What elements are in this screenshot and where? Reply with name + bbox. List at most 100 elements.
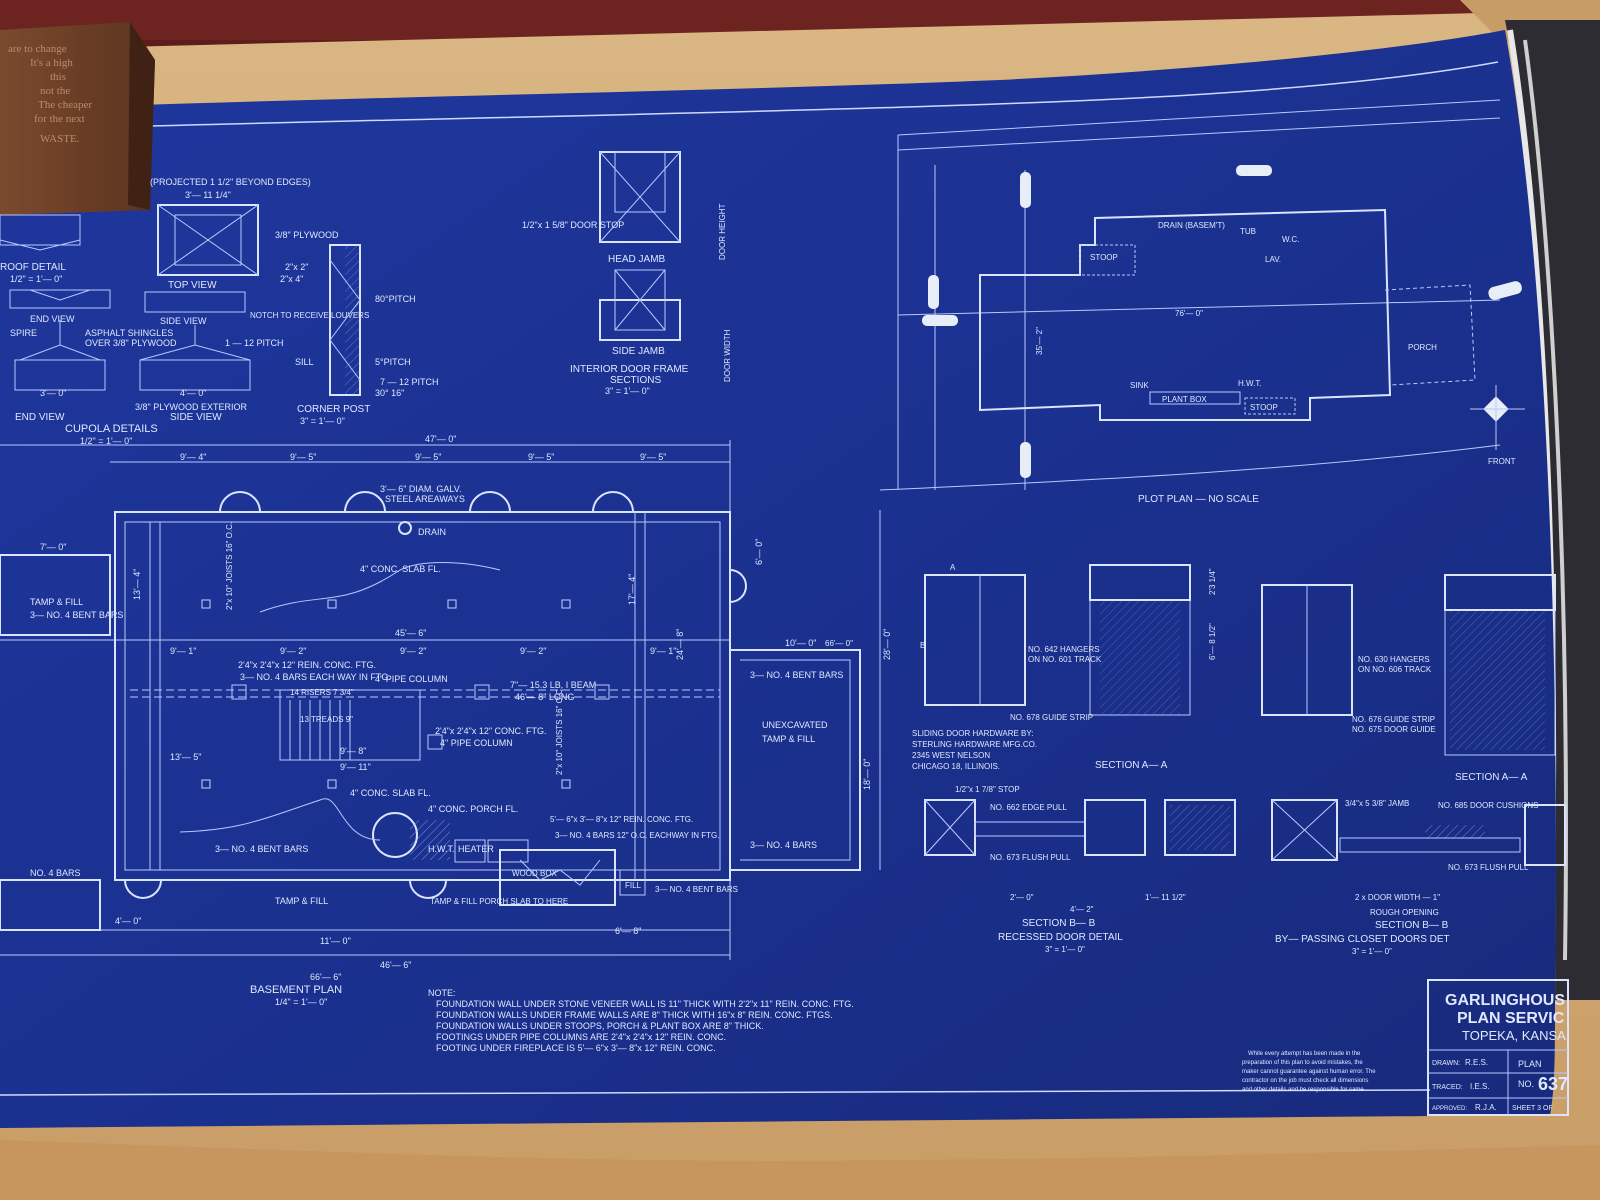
tb-approved-value: R.J.A.: [1475, 1103, 1497, 1112]
bp-bars12: 3— NO. 4 BARS 12" O.C. EACHWAY IN FTG.: [555, 831, 720, 840]
note-line-1: FOUNDATION WALL UNDER STONE VENEER WALL …: [436, 999, 854, 1009]
bp-bent-bars2: 3— NO. 4 BENT BARS: [655, 885, 738, 894]
cupola-scale: 1/2" = 1'— 0": [80, 436, 132, 446]
corner-post-7-12: 7 — 12 PITCH: [380, 377, 439, 387]
bp-heater: HEATER: [458, 844, 494, 854]
door-frame-side-jamb: SIDE JAMB: [612, 346, 665, 357]
corner-post-5pitch: 5°PITCH: [375, 357, 411, 367]
stairs: [279, 689, 421, 761]
bp-d9-5a: 9'— 5": [290, 452, 316, 462]
cd-hangers: NO. 630 HANGERS: [1358, 655, 1430, 664]
basement-scale: 1/4" = 1'— 0": [275, 997, 327, 1007]
areaways: [124, 491, 747, 899]
tb-plan-no-label: NO.: [1518, 1079, 1534, 1089]
bp-d45-6: 45'— 6": [395, 628, 426, 638]
cupola-pitch: 1 — 12 PITCH: [225, 338, 284, 348]
plot-plan: DRAIN (BASEM'T) TUB W.C. LAV. STOOP 76'—…: [879, 99, 1525, 505]
notes: NOTE: FOUNDATION WALL UNDER STONE VENEER…: [428, 988, 854, 1053]
bp-porch-fl: 4" CONC. PORCH FL.: [428, 804, 518, 814]
cupola-asphalt: ASPHALT SHINGLES: [85, 328, 173, 338]
bp-d11-0: 11'— 0": [320, 936, 351, 946]
bp-bent-right: 3— NO. 4 BENT BARS: [750, 670, 843, 680]
bp-d9-5d: 9'— 5": [640, 452, 666, 462]
plot-porch: PORCH: [1408, 343, 1437, 352]
plot-wc: W.C.: [1282, 235, 1299, 244]
corner-post-detail: 3/8" PLYWOOD 2"x 2" 2"x 4" 80°PITCH SILL…: [275, 230, 439, 426]
cupola-roof-scale: 1/2" = 1'— 0": [10, 274, 62, 284]
corner-post-2x2: 2"x 2": [285, 262, 308, 272]
cupola-notch: NOTCH TO RECEIVE LOUVERS: [250, 311, 369, 320]
bp-bent-left: 3— NO. 4 BENT BARS: [30, 610, 123, 620]
bp-woodbox: WOOD BOX: [512, 869, 558, 878]
tb-drawn-value: R.E.S.: [1465, 1058, 1488, 1067]
bp-areaways2: STEEL AREAWAYS: [385, 494, 465, 504]
cd-jamb: 3/4"x 5 3/8" JAMB: [1345, 799, 1409, 808]
tb-disclaimer: While every attempt has been made in the…: [1242, 1051, 1377, 1093]
cupola-top-view: TOP VIEW: [168, 280, 217, 291]
plot-sink: SINK: [1130, 381, 1149, 390]
bp-ibeam: 7"— 15.3 LB. I BEAM: [510, 680, 596, 690]
bp-d9-1b: 9'— 1": [650, 646, 676, 656]
corner-post-30-16: 30° 16": [375, 388, 404, 398]
tb-plan-label: PLAN: [1518, 1059, 1542, 1069]
bp-d6-8: 6'— 8": [615, 926, 641, 936]
drain-icon: [398, 521, 412, 535]
bp-d9-2c: 9'— 2": [520, 646, 546, 656]
corner-post-title: CORNER POST: [297, 404, 370, 415]
plot-stoop-bottom: STOOP: [1250, 403, 1278, 412]
sd-hangers: NO. 642 HANGERS: [1028, 645, 1100, 654]
bp-d7-0: 7'— 0": [40, 542, 66, 552]
plot-hwt: H.W.T.: [1238, 379, 1262, 388]
note-line-4: FOOTINGS UNDER PIPE COLUMNS ARE 2'4"x 2'…: [436, 1032, 726, 1042]
bp-d28-0: 28'— 0": [882, 629, 892, 660]
tb-plan-no: 637: [1538, 1074, 1568, 1094]
cupola-end-view-top: END VIEW: [30, 314, 75, 324]
cupola-over-plywood: OVER 3/8" PLYWOOD: [85, 338, 177, 348]
bp-bent-bars: 3— NO. 4 BENT BARS: [215, 844, 308, 854]
bp-d13-4: 13'— 4": [132, 569, 142, 600]
bp-d9-8: 9'— 8": [340, 746, 366, 756]
cd-title: BY— PASSING CLOSET DOORS DET: [1275, 934, 1450, 945]
cd-cushions: NO. 685 DOOR CUSHIONS: [1438, 801, 1538, 810]
note-line-3: FOUNDATION WALLS UNDER STOOPS, PORCH & P…: [436, 1021, 764, 1031]
bp-fill: FILL: [625, 881, 642, 890]
cd-track: ON NO. 606 TRACK: [1358, 665, 1432, 674]
bp-d9-5b: 9'— 5": [415, 452, 441, 462]
bp-d4-0: 4'— 0": [115, 916, 141, 926]
tb-traced-value: I.E.S.: [1470, 1082, 1490, 1091]
blueprint-sheet: [0, 30, 1556, 1128]
door-frame-scale: 3" = 1'— 0": [605, 386, 650, 396]
bp-unexcavated: UNEXCAVATED: [762, 720, 828, 730]
door-frame-head-jamb: HEAD JAMB: [608, 254, 666, 265]
sd-edge-pull: NO. 662 EDGE PULL: [990, 803, 1067, 812]
sd-address: 2345 WEST NELSON: [912, 751, 990, 760]
sd-stop: 1/2"x 1 7/8" STOP: [955, 785, 1020, 794]
bp-d10-0: 10'— 0": [785, 638, 816, 648]
cupola-title: CUPOLA DETAILS: [65, 423, 158, 435]
bp-tamp-fill: TAMP & FILL: [275, 896, 328, 906]
tb-city: TOPEKA, KANSA: [1462, 1028, 1566, 1043]
sd-track: ON NO. 601 TRACK: [1028, 655, 1102, 664]
sd-section-aa: SECTION A— A: [1095, 760, 1168, 771]
corner-post-scale: 3" = 1'— 0": [300, 416, 345, 426]
sd-label-b1: B: [920, 641, 925, 650]
bp-ibeam-long: 46'— 8" LONG: [515, 692, 574, 702]
bp-bars-each: 3— NO. 4 BARS EACH WAY IN FTG.: [240, 672, 391, 682]
door-frame-title: INTERIOR DOOR FRAME: [570, 364, 689, 375]
bp-d24-8: 24'— 8": [675, 629, 685, 660]
corner-post-plywood: 3/8" PLYWOOD: [275, 230, 339, 240]
cd-scale: 3" = 1'— 0": [1352, 947, 1392, 956]
bp-pipe-column2: 4" PIPE COLUMN: [440, 738, 513, 748]
sd-section-bb: SECTION B— B: [1022, 918, 1096, 929]
sd-maker: STERLING HARDWARE MFG.CO.: [912, 740, 1037, 749]
cd-door-width: 2 x DOOR WIDTH — 1": [1355, 893, 1440, 902]
bp-pipe-column: 4" PIPE COLUMN: [375, 674, 448, 684]
sd-flush-pull: NO. 673 FLUSH PULL: [990, 853, 1071, 862]
recessed-door-detail: A B NO. 642 HANGERS ON NO. 601 TRACK 6'—…: [912, 563, 1236, 954]
cupola-dim-3-0: 3'— 0": [40, 388, 66, 398]
plot-width: 76'— 0": [1175, 309, 1203, 318]
bp-slab1: 4" CONC. SLAB FL.: [360, 564, 441, 574]
sd-d2-3: 2'3 1/4": [1208, 568, 1217, 595]
sd-d1-11: 1'— 11 1/2": [1145, 893, 1186, 902]
